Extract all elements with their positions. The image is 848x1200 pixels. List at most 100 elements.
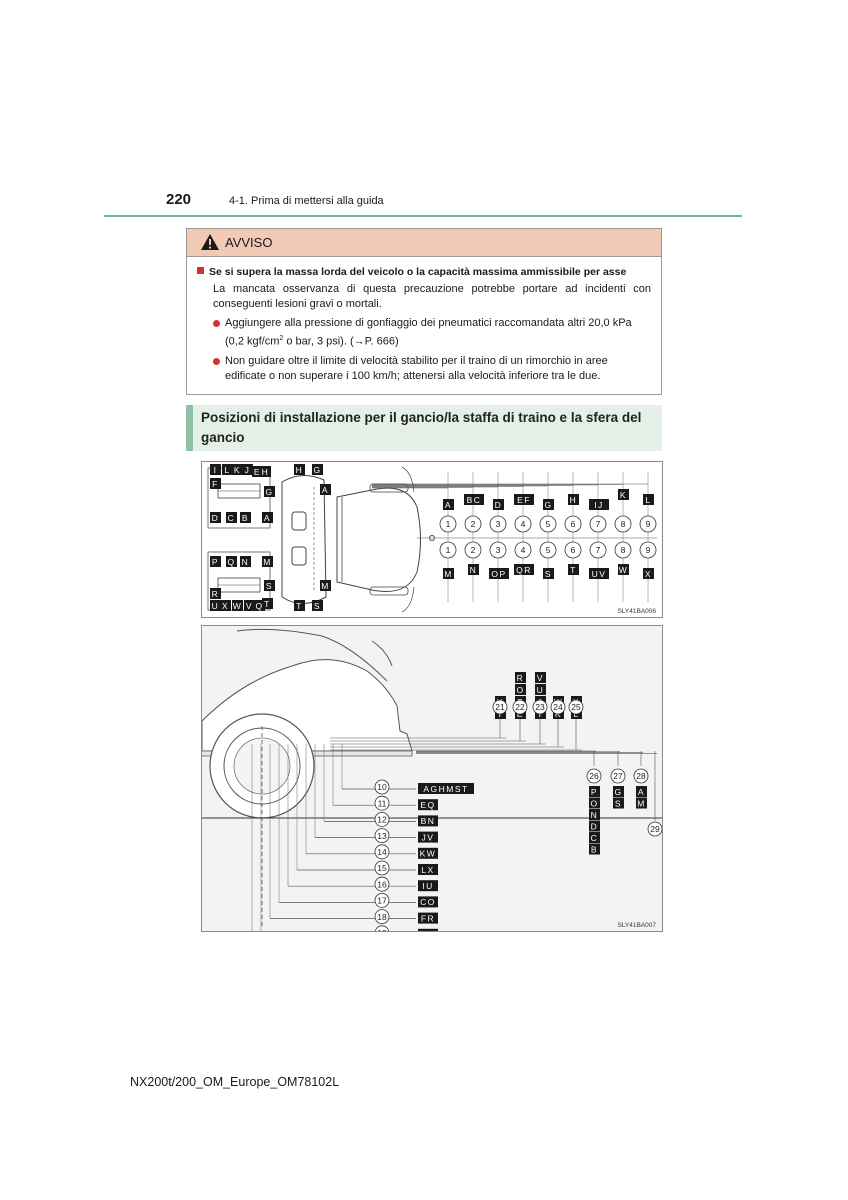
svg-text:6: 6	[571, 545, 576, 555]
svg-text:IJ: IJ	[594, 500, 604, 510]
inset-top-letter: A	[262, 512, 273, 523]
svg-text:9: 9	[646, 545, 651, 555]
inset-bottom-letter: P	[210, 556, 221, 567]
right-column-number: 27	[610, 768, 626, 784]
bottom-number-circle: 8	[614, 541, 632, 559]
svg-text:26: 26	[589, 771, 599, 781]
row-number-circle: 15	[374, 860, 390, 876]
bottom-letter-label: S	[543, 568, 554, 579]
svg-text:S: S	[615, 798, 622, 808]
inset-top-letter: K	[232, 464, 243, 475]
warning-box: AVVISO Se si supera la massa lorda del v…	[186, 228, 662, 395]
svg-text:M: M	[444, 569, 453, 579]
row-letter-label: FR	[418, 912, 438, 924]
row-number-circle: 16	[374, 876, 390, 892]
inset-bottom-letter: T	[262, 598, 273, 609]
top-number-circle: 5	[539, 515, 557, 533]
inset-top-letter: J	[242, 464, 253, 475]
svg-text:G: G	[265, 487, 273, 497]
section-title: Posizioni di installazione per il gancio…	[186, 405, 662, 451]
svg-text:2: 2	[471, 519, 476, 529]
row-number-circle: 13	[374, 828, 390, 844]
top-column-letter: R	[515, 672, 526, 683]
right-column-letter: C	[589, 832, 600, 843]
svg-text:D: D	[495, 500, 503, 510]
svg-text:L: L	[645, 495, 651, 505]
warning-header: AVVISO	[187, 229, 661, 257]
inset-bottom-letter: Q	[226, 556, 237, 567]
side-view-diagram: HT21ROFE22VUJI23WK24XL2510AGHMST11EQ12BN…	[202, 628, 662, 931]
top-number-circle: 7	[589, 515, 607, 533]
inset-top-letter: I	[210, 464, 221, 475]
top-letter-label: A	[443, 499, 454, 510]
right-column-letter: D	[589, 820, 600, 832]
svg-text:G: G	[544, 500, 552, 510]
top-column-number: 23	[532, 699, 548, 715]
figure-side-view: HT21ROFE22VUJI23WK24XL2510AGHMST11EQ12BN…	[201, 625, 663, 932]
top-number-circle: 9	[639, 515, 657, 533]
svg-text:1: 1	[446, 545, 451, 555]
svg-text:A: A	[264, 513, 271, 523]
top-column-number: 25	[568, 699, 584, 715]
svg-text:I: I	[214, 465, 218, 475]
bottom-letter-label: M	[443, 568, 454, 579]
svg-text:29: 29	[650, 824, 660, 834]
svg-text:12: 12	[377, 815, 387, 825]
svg-text:E: E	[254, 467, 261, 477]
svg-text:27: 27	[613, 771, 623, 781]
warning-heading-text: Se si supera la massa lorda del veicolo …	[209, 266, 627, 278]
bottom-number-circle: 5	[539, 541, 557, 559]
top-column-number: 21	[492, 699, 508, 715]
figure-1-code: SLY41BA006	[617, 608, 656, 615]
right-column-letter: N	[589, 809, 600, 820]
svg-text:M: M	[263, 557, 272, 567]
row-number-circle: 18	[374, 909, 390, 925]
svg-text:N: N	[242, 557, 250, 567]
row-number-circle: 12	[374, 811, 390, 827]
svg-text:18: 18	[377, 912, 387, 922]
right-column-letter: P	[589, 786, 600, 797]
svg-text:P: P	[212, 557, 219, 567]
warning-triangle-icon	[201, 234, 219, 250]
svg-text:K: K	[620, 490, 627, 500]
bottom-letter-label: W	[618, 564, 629, 575]
svg-text:B: B	[591, 844, 598, 854]
warning-body: Se si supera la massa lorda del veicolo …	[187, 257, 661, 384]
rear-letter-label: S	[312, 600, 323, 611]
inset-bottom-letter: M	[262, 556, 273, 567]
warning-item-1-text-end: o bar, 3 psi). (→P. 666)	[283, 335, 399, 348]
row-letter-label: IU	[418, 880, 438, 892]
top-column-number: 22	[512, 699, 528, 715]
inset-bottom-letter: R	[210, 588, 221, 599]
warning-item-1-text: Aggiungere alla pressione di gonfiaggio …	[225, 317, 632, 348]
warning-paragraph: La mancata osservanza di questa precauzi…	[213, 283, 651, 310]
top-column-letter: O	[515, 684, 526, 695]
svg-text:V: V	[246, 601, 253, 611]
svg-text:H: H	[570, 495, 578, 505]
svg-text:T: T	[570, 565, 577, 575]
svg-text:8: 8	[621, 519, 626, 529]
inset-bottom-letter: X	[220, 600, 231, 611]
right-column-number: 28	[633, 768, 649, 784]
top-letter-label: EF	[514, 494, 534, 505]
bottom-letter-label: UV	[589, 568, 609, 579]
svg-text:U: U	[537, 685, 545, 695]
svg-text:H: H	[296, 465, 304, 475]
row-letter-label: EQ	[418, 799, 438, 811]
svg-text:BN: BN	[421, 816, 436, 826]
right-column-letter: M	[636, 797, 647, 809]
right-column-letter: B	[589, 843, 600, 855]
right-column-letter: A	[636, 786, 647, 797]
svg-text:P: P	[591, 787, 598, 797]
svg-text:25: 25	[571, 702, 581, 712]
svg-text:R: R	[212, 589, 220, 599]
red-dot-bullet-icon	[213, 320, 220, 327]
warning-heading: Se si supera la massa lorda del veicolo …	[197, 265, 651, 280]
inset-top-letter: C	[226, 512, 237, 523]
bottom-letter-label: X	[643, 568, 654, 579]
svg-text:W: W	[619, 565, 629, 575]
top-column-letter: V	[535, 672, 546, 683]
bottom-letter-label: QR	[514, 564, 534, 575]
top-letter-label: IJ	[589, 499, 609, 510]
svg-text:G: G	[313, 465, 321, 475]
